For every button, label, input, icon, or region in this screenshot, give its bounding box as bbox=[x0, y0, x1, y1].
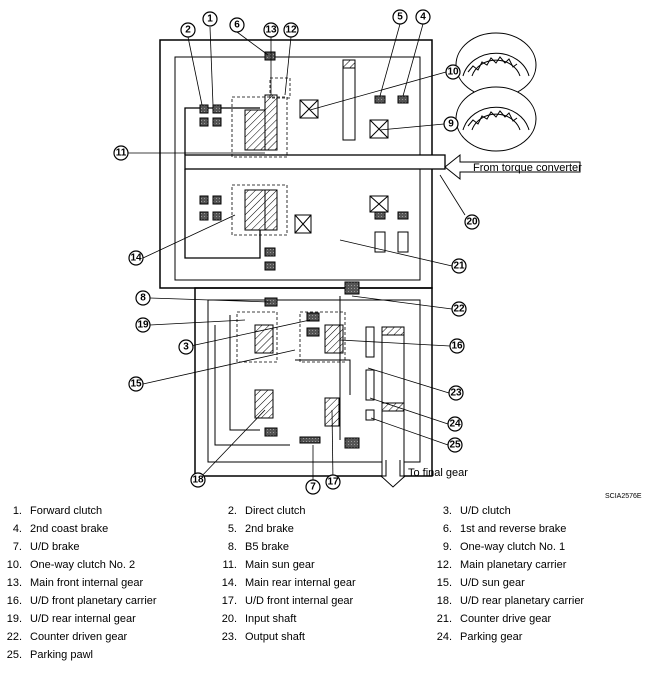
legend-item: 18.U/D rear planetary carrier bbox=[436, 595, 585, 607]
legend-item: 4.2nd coast brake bbox=[12, 523, 109, 535]
callout-6: 6 bbox=[234, 20, 240, 31]
callout-1-circle bbox=[202, 11, 218, 27]
callout-21: 21 bbox=[453, 261, 465, 272]
legend-item: 25.Parking pawl bbox=[6, 649, 93, 661]
callout-16: 16 bbox=[451, 341, 463, 352]
callout-7-circle bbox=[305, 479, 321, 495]
callout-9-circle bbox=[443, 116, 459, 132]
callout-14: 14 bbox=[130, 253, 142, 264]
callout-8: 8 bbox=[140, 293, 146, 304]
callout-12: 12 bbox=[285, 25, 297, 36]
callout-23: 23 bbox=[450, 388, 462, 399]
callout-15-circle bbox=[128, 376, 144, 392]
callout-17: 17 bbox=[327, 477, 339, 488]
callout-5: 5 bbox=[397, 12, 403, 23]
ud-planetary bbox=[254, 281, 405, 478]
callout-22: 22 bbox=[453, 304, 465, 315]
callout-18: 18 bbox=[192, 475, 204, 486]
callout-4: 4 bbox=[420, 12, 426, 23]
final-gear-arrow bbox=[379, 460, 407, 488]
one-way-clutch-detail-2 bbox=[455, 32, 537, 98]
legend-item: 10.One-way clutch No. 2 bbox=[6, 559, 136, 571]
legend-item: 14.Main rear internal gear bbox=[221, 577, 356, 589]
legend-item: 2.Direct clutch bbox=[227, 505, 306, 517]
callout-20-circle bbox=[464, 214, 480, 230]
callout-18-circle bbox=[190, 472, 206, 488]
dashed-outlines bbox=[231, 77, 346, 363]
legend-item: 9.One-way clutch No. 1 bbox=[442, 541, 566, 553]
callout-5-circle bbox=[392, 9, 408, 25]
legend-item: 3.U/D clutch bbox=[442, 505, 511, 517]
legend-item: 23.Output shaft bbox=[221, 631, 305, 643]
legend-item: 1.Forward clutch bbox=[12, 505, 103, 517]
callout-8-circle bbox=[135, 290, 151, 306]
callout-6-circle bbox=[229, 17, 245, 33]
legend-item: 5.2nd brake bbox=[227, 523, 294, 535]
callout-3: 3 bbox=[183, 342, 189, 353]
callout-25-circle bbox=[447, 437, 463, 453]
callout-10-circle bbox=[445, 64, 461, 80]
legend-item: 7.U/D brake bbox=[12, 541, 80, 553]
callout-17-circle bbox=[325, 474, 341, 490]
flow-label: From torque converter bbox=[473, 162, 582, 174]
callout-10: 10 bbox=[447, 67, 459, 78]
legend-item: 22.Counter driven gear bbox=[6, 631, 128, 643]
legend-item: 20.Input shaft bbox=[221, 613, 297, 625]
legend-item: 15.U/D sun gear bbox=[436, 577, 525, 589]
callout-24: 24 bbox=[449, 419, 461, 430]
legend-item: 13.Main front internal gear bbox=[6, 577, 144, 589]
callout-13: 13 bbox=[265, 25, 277, 36]
legend-item: 11.Main sun gear bbox=[222, 559, 315, 571]
callout-11: 11 bbox=[116, 148, 127, 159]
legend-item: 17.U/D front internal gear bbox=[221, 595, 354, 607]
callout-2-circle bbox=[180, 22, 196, 38]
legend-item: 19.U/D rear internal gear bbox=[6, 613, 136, 625]
leader-lines bbox=[128, 23, 466, 487]
callout-2: 2 bbox=[185, 25, 191, 36]
callout-1: 1 bbox=[207, 14, 213, 25]
callout-21-circle bbox=[451, 258, 467, 274]
callout-15: 15 bbox=[130, 379, 142, 390]
callout-19: 19 bbox=[137, 320, 149, 331]
input-shaft bbox=[184, 107, 446, 259]
legend-item: 16.U/D front planetary carrier bbox=[6, 595, 157, 607]
callout-22-circle bbox=[451, 301, 467, 317]
callout-20: 20 bbox=[466, 217, 478, 228]
callout-13-circle bbox=[263, 22, 279, 38]
callout-circles bbox=[113, 9, 480, 495]
callout-14-circle bbox=[128, 250, 144, 266]
main-planetary bbox=[244, 59, 389, 234]
lower-shafts bbox=[214, 296, 351, 446]
callout-9: 9 bbox=[448, 119, 454, 130]
torque-converter-arrow bbox=[444, 153, 581, 181]
legend-item: 12.Main planetary carrier bbox=[436, 559, 567, 571]
callout-25: 25 bbox=[449, 440, 461, 451]
clutch-packs-upper bbox=[199, 51, 409, 271]
callout-numbers: 1 2 3 4 5 6 7 8 9 10 11 12 13 14 15 16 1… bbox=[116, 12, 478, 493]
figure-code: SCIA2576E bbox=[605, 493, 642, 500]
callout-7: 7 bbox=[310, 482, 316, 493]
callout-4-circle bbox=[415, 9, 431, 25]
legend-item: 24.Parking gear bbox=[436, 631, 523, 643]
final-gear-label: To final gear bbox=[408, 467, 468, 479]
callout-19-circle bbox=[135, 317, 151, 333]
callout-23-circle bbox=[448, 385, 464, 401]
transmission-diagram: From torque converter To final gear SCIA… bbox=[113, 9, 642, 500]
callout-11-circle bbox=[113, 145, 129, 161]
callout-3-circle bbox=[178, 339, 194, 355]
legend-item: 21.Counter drive gear bbox=[436, 613, 552, 625]
callout-12-circle bbox=[283, 22, 299, 38]
callout-24-circle bbox=[447, 416, 463, 432]
callout-16-circle bbox=[449, 338, 465, 354]
legend-item: 6.1st and reverse brake bbox=[442, 523, 567, 535]
one-way-clutch-detail-1 bbox=[455, 86, 537, 152]
legend-item: 8.B5 brake bbox=[227, 541, 290, 553]
